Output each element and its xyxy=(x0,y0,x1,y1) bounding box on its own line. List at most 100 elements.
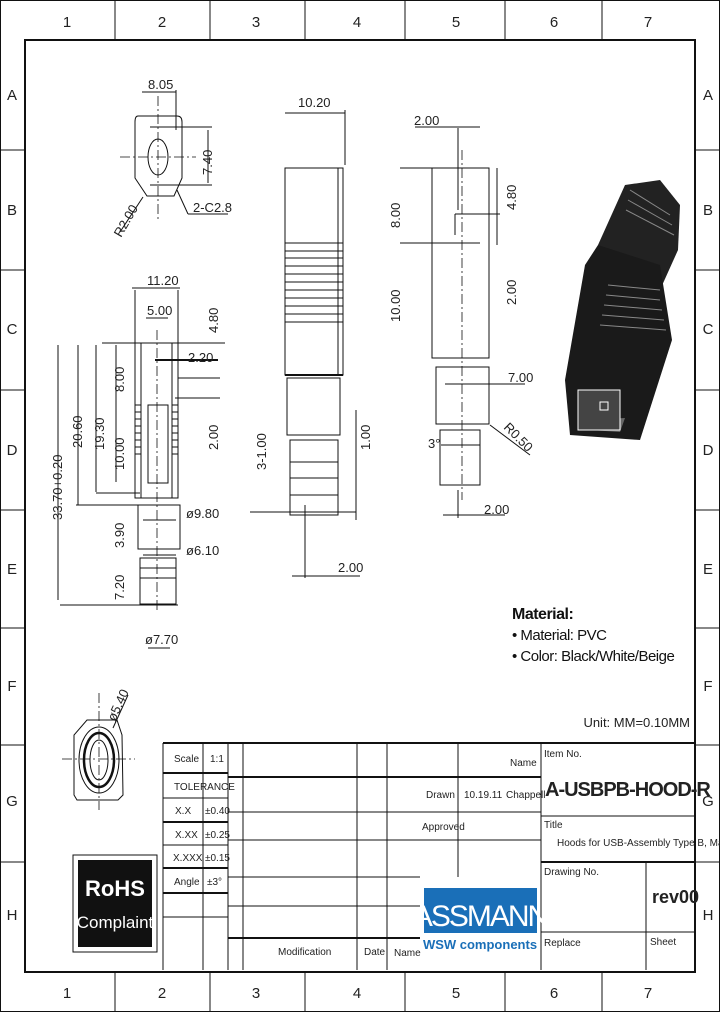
dim-front-inner: 5.00 xyxy=(147,303,172,318)
dim-section-d1: 2.00 xyxy=(414,113,439,128)
end-view: ø5.40 xyxy=(62,687,135,810)
column-label: 3 xyxy=(252,14,260,31)
row-label: H xyxy=(703,907,714,924)
dim-section-d7: 2.00 xyxy=(484,502,509,517)
row-label: G xyxy=(6,793,18,810)
scale-value: 1:1 xyxy=(210,754,224,765)
dim-section-d4: 10.00 xyxy=(388,289,403,322)
dim-side-width: 10.20 xyxy=(298,95,331,110)
rohs-title: RoHS xyxy=(85,876,145,901)
dim-side-d1: 1.00 xyxy=(358,425,373,450)
column-label: 1 xyxy=(63,985,71,1002)
row-label: D xyxy=(7,442,18,459)
date-label: Date xyxy=(364,947,386,958)
dim-front-d2: 2.00 xyxy=(206,425,221,450)
material-heading: Material: xyxy=(512,606,574,623)
dim-section-d2: 8.00 xyxy=(388,203,403,228)
dim-front-dia2: ø6.10 xyxy=(186,543,219,558)
row-label: C xyxy=(7,321,18,338)
column-label: 2 xyxy=(158,14,166,31)
column-label: 2 xyxy=(158,985,166,1002)
material-notes: Material: • Material: PVC • Color: Black… xyxy=(512,606,675,665)
dim-front-top: 4.80 xyxy=(206,308,221,333)
rohs-subtitle: Complaint xyxy=(77,913,154,932)
tolerance-xx-value: ±0.40 xyxy=(205,806,230,817)
dim-side-d2: 3-1.00 xyxy=(254,433,269,470)
logo-sub: WSW components xyxy=(423,937,537,952)
title-value: Hoods for USB-Assembly Type B, Male xyxy=(557,838,720,849)
row-label: F xyxy=(7,678,16,695)
row-label: A xyxy=(703,87,713,104)
tolerance-xxxx-value: ±0.15 xyxy=(205,853,230,864)
assmann-logo: ASSMANN WSW components xyxy=(413,888,550,952)
column-label: 4 xyxy=(353,14,361,31)
approved-label: Approved xyxy=(422,822,465,833)
dim-top-width: 8.05 xyxy=(148,77,173,92)
drawing-no-label: Drawing No. xyxy=(544,867,599,878)
tolerance-label: TOLERANCE xyxy=(174,782,235,793)
dim-front-len3: 19.30 xyxy=(92,417,107,450)
dim-front-width: 11.20 xyxy=(147,273,179,288)
row-label: B xyxy=(703,202,713,219)
material-item: Color: Black/White/Beige xyxy=(520,648,675,665)
dim-front-len1: 8.00 xyxy=(112,367,127,392)
front-view: 11.20 5.00 4.80 2.20 2.00 8.00 10.00 19.… xyxy=(50,273,225,649)
drawn-date: 10.19.11 xyxy=(464,790,503,801)
dim-front-len5: 3.90 xyxy=(112,523,127,548)
row-label: C xyxy=(703,321,714,338)
dim-end-dia: ø5.40 xyxy=(104,687,132,723)
dim-section-d6: 7.00 xyxy=(508,370,533,385)
logo-main: ASSMANN xyxy=(413,900,548,933)
title-block: Scale 1:1 TOLERANCE X.X ±0.40 X.XX ±0.25… xyxy=(162,742,720,970)
dim-top-height: 7.40 xyxy=(200,150,215,175)
name-header: Name xyxy=(510,758,537,769)
tolerance-angle-label: Angle xyxy=(174,877,200,888)
column-label: 5 xyxy=(452,985,460,1002)
row-label: E xyxy=(703,561,713,578)
modification-label: Modification xyxy=(278,947,331,958)
rohs-badge: RoHS Complaint xyxy=(72,854,158,953)
row-label: F xyxy=(703,678,712,695)
dim-front-len4: 20.60 xyxy=(70,415,85,448)
replace-label: Replace xyxy=(544,938,581,949)
dim-front-d1: 2.20 xyxy=(188,350,213,365)
row-label: E xyxy=(7,561,17,578)
name-col-label: Name xyxy=(394,948,421,959)
dim-front-len6: 7.20 xyxy=(112,575,127,600)
side-view: 10.20 1.00 3-1.00 2.00 xyxy=(250,95,373,578)
tolerance-xx-label: X.X xyxy=(175,806,191,817)
column-label: 3 xyxy=(252,985,260,1002)
column-label: 6 xyxy=(550,985,558,1002)
section-view: 2.00 8.00 4.80 10.00 2.00 7.00 R0.50 3° … xyxy=(388,113,536,518)
dim-section-d5: 2.00 xyxy=(504,280,519,305)
material-item: Material: PVC xyxy=(520,627,607,644)
dim-front-dia3: ø7.70 xyxy=(145,632,178,647)
revision: rev00 xyxy=(652,887,699,907)
sheet-label: Sheet xyxy=(650,937,676,948)
column-label: 6 xyxy=(550,14,558,31)
isometric-view xyxy=(565,180,680,440)
dim-side-d3: 2.00 xyxy=(338,560,363,575)
tolerance-angle-value: ±3° xyxy=(207,877,222,888)
drawn-name: Chappell xyxy=(506,790,545,801)
dim-section-d3: 4.80 xyxy=(504,185,519,210)
column-label: 7 xyxy=(644,14,652,31)
dim-top-chamfer: 2-C2.8 xyxy=(193,200,232,215)
dim-front-len2: 10.00 xyxy=(112,437,127,470)
unit-note: Unit: MM=0.10MM xyxy=(583,715,690,730)
tolerance-xxxx-label: X.XXX xyxy=(173,853,203,864)
row-label: H xyxy=(7,907,18,924)
item-no-label: Item No. xyxy=(544,749,582,760)
row-label: A xyxy=(7,87,17,104)
scale-label: Scale xyxy=(174,754,199,765)
dim-front-dia1: ø9.80 xyxy=(186,506,219,521)
top-view: 8.05 7.40 R2.00 2-C2.8 xyxy=(111,77,232,240)
drawn-label: Drawn xyxy=(426,790,455,801)
title-label: Title xyxy=(544,820,563,831)
item-number: A-USBPB-HOOD-R xyxy=(545,779,711,801)
tolerance-xxx-value: ±0.25 xyxy=(205,830,230,841)
row-label: D xyxy=(703,442,714,459)
dim-section-angle: 3° xyxy=(428,436,440,451)
column-label: 1 xyxy=(63,14,71,31)
